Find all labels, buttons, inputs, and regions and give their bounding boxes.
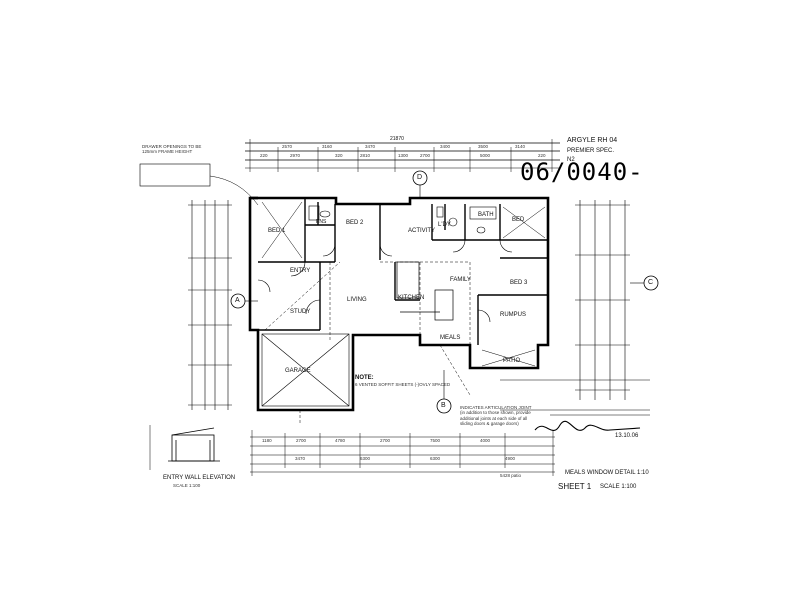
dim-bottom: 2700: [380, 438, 391, 443]
dim-top2: 2700: [420, 153, 431, 158]
dim-bottom: 2700: [296, 438, 307, 443]
overall-width-dim: 21870: [390, 136, 404, 142]
room-living: LIVING: [347, 297, 367, 303]
sheet-scale: SCALE 1:100: [600, 484, 637, 490]
spec-label: PREMIER SPEC.: [567, 148, 615, 154]
dim-bottom2: 4900: [505, 456, 516, 461]
dim-top2: 320: [335, 153, 343, 158]
section-marker-a: A: [235, 297, 240, 304]
sheet-label: SHEET 1: [558, 482, 592, 491]
dim-top2: 220: [260, 153, 268, 158]
dim-bottom: 4000: [480, 438, 491, 443]
room-garage: GARAGE: [285, 368, 311, 374]
room-bed: BED: [512, 217, 525, 223]
dim-bottom2: 6300: [360, 456, 371, 461]
room-kitchen: KITCHEN: [398, 295, 425, 301]
room-entry: ENTRY: [290, 268, 311, 274]
dim-top2: 2970: [290, 153, 301, 158]
room-laundry: L'DY: [438, 222, 451, 228]
section-marker-c: C: [648, 279, 654, 286]
dim-bottom: 7500: [430, 438, 441, 443]
room-bed3: BED 3: [510, 280, 528, 286]
dim-top: 2570: [282, 144, 293, 149]
room-bed1: BED 1: [268, 228, 286, 234]
entry-elevation-scale: SCALE 1:100: [173, 483, 201, 488]
dim-top2: 1300: [398, 153, 409, 158]
dim-top2: 2810: [360, 153, 371, 158]
dim-top2: 5000: [480, 153, 491, 158]
dim-top: 3470: [365, 144, 376, 149]
dim-top2: 220: [538, 153, 546, 158]
section-marker-d: D: [417, 174, 423, 181]
room-rumpus: RUMPUS: [500, 312, 527, 318]
note-soffit-body: 6 VENTED SOFFIT SHEETS (-)OVLY SPACED: [355, 382, 451, 387]
dim-top: 3140: [515, 144, 526, 149]
entry-elevation-title: ENTRY WALL ELEVATION: [163, 475, 236, 481]
note-soffit-title: NOTE:: [355, 375, 374, 381]
dim-bottom: 4780: [335, 438, 346, 443]
room-ens: ENS: [316, 219, 327, 225]
dim-top: 3400: [440, 144, 451, 149]
signature-date: 13.10.06: [615, 433, 639, 439]
wind-class: N2: [567, 157, 575, 163]
room-patio: PATIO: [503, 358, 521, 364]
room-meals: MEALS: [440, 335, 461, 341]
note-articulation: INDICATES ARTICULATION JOINT (in additio…: [460, 405, 532, 427]
meals-window-detail: MEALS WINDOW DETAIL 1:10: [565, 470, 649, 476]
room-bed2: BED 2: [346, 220, 364, 226]
dim-patio: 5428 patio: [500, 473, 522, 478]
house-name: ARGYLE RH 04: [567, 137, 618, 144]
dim-bottom2: 3470: [295, 456, 306, 461]
room-bath: BATH: [478, 212, 494, 218]
note-drawer-openings: DRAWER OPENINGS TO BE 125mm FRAME HEIGHT: [142, 144, 202, 154]
dim-top: 3500: [478, 144, 489, 149]
dim-bottom2: 6300: [430, 456, 441, 461]
room-family: FAMILY: [450, 277, 471, 283]
section-marker-b: B: [441, 402, 446, 409]
approval-stamp: 06/0040-: [520, 158, 644, 186]
room-activity: ACTIVITY: [408, 228, 436, 234]
dim-top: 3160: [322, 144, 333, 149]
room-study: STUDY: [290, 309, 311, 315]
dim-bottom: 1180: [262, 438, 272, 443]
